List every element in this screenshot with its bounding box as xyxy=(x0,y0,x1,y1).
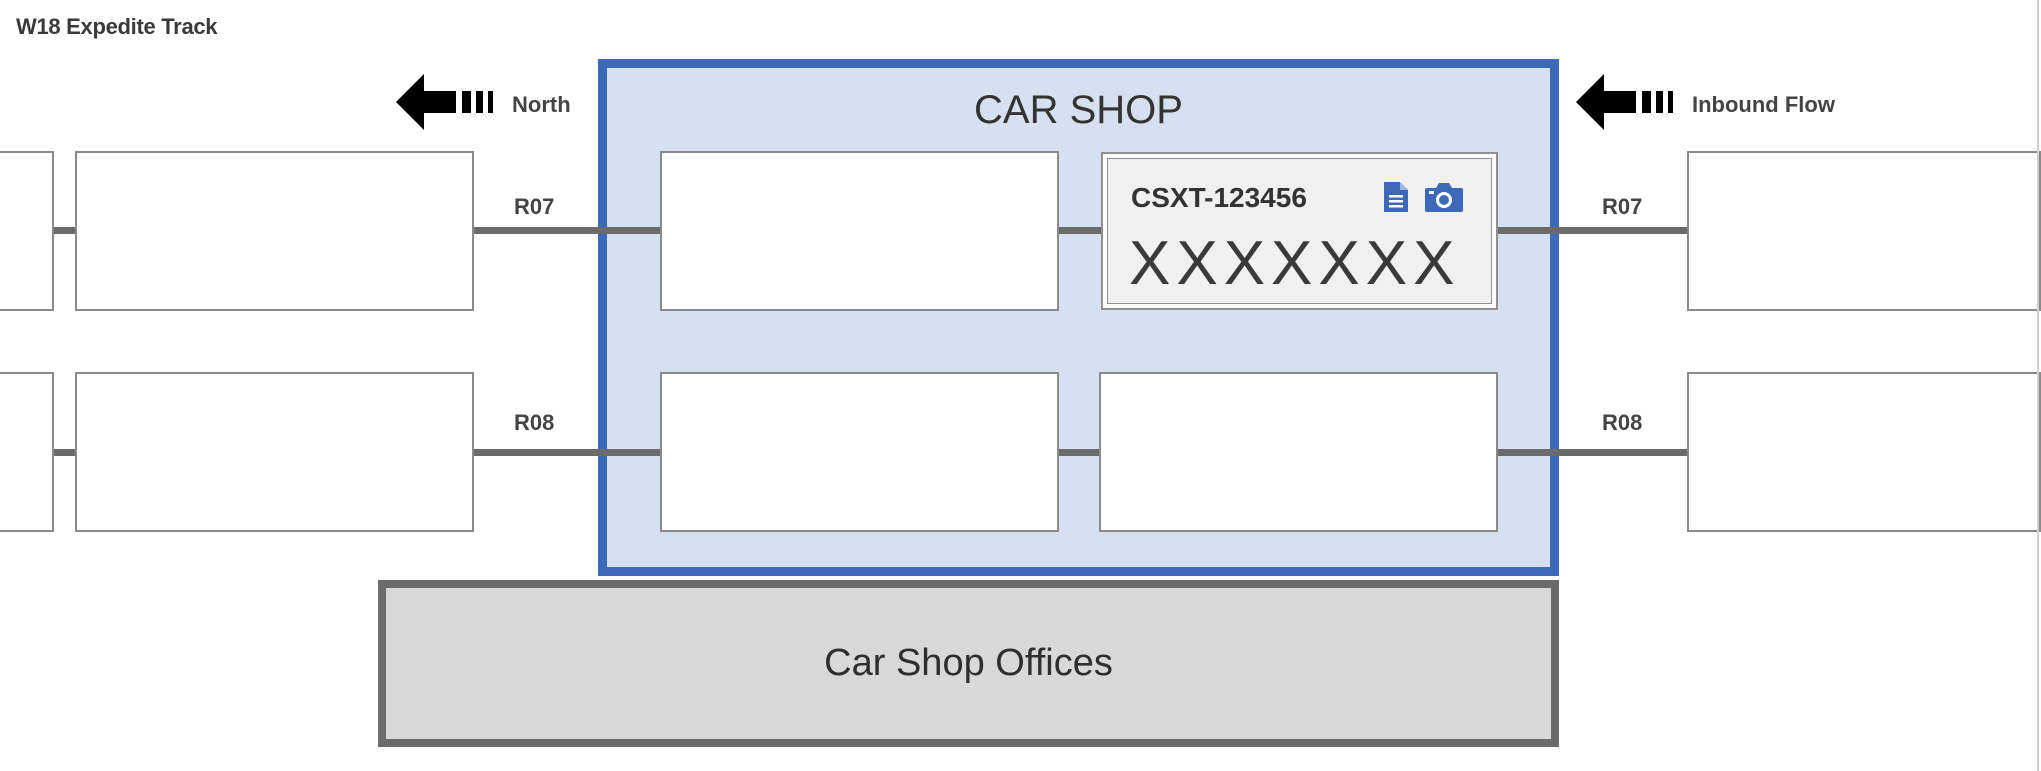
document-icon[interactable] xyxy=(1382,180,1410,219)
flow-direction-label-left: North xyxy=(512,91,571,117)
track-r07-inner xyxy=(598,227,1559,234)
slot-r07-left[interactable] xyxy=(75,151,474,311)
slot-r07-right[interactable] xyxy=(1687,151,2041,311)
shop-slot-r07-1[interactable] xyxy=(660,151,1059,311)
shop-slot-r08-1[interactable] xyxy=(660,372,1059,532)
right-edge-divider xyxy=(2037,0,2039,771)
car-shop-title: CAR SHOP xyxy=(974,88,1183,132)
camera-icon[interactable] xyxy=(1423,180,1465,219)
track-label-r07-left: R07 xyxy=(514,194,555,219)
page-title: W18 Expedite Track xyxy=(16,14,218,39)
track-label-r08-left: R08 xyxy=(514,410,555,435)
flow-indicator-right: Inbound Flow xyxy=(1576,74,1835,135)
car-id: CSXT-123456 xyxy=(1131,182,1307,213)
slot-r07-left-edge[interactable] xyxy=(0,151,54,311)
arrow-left-icon xyxy=(1576,74,1676,135)
slot-r08-left-edge[interactable] xyxy=(0,372,54,532)
car-shop-offices: Car Shop Offices xyxy=(378,580,1559,747)
car-shop-offices-label: Car Shop Offices xyxy=(824,642,1113,684)
track-label-r07-right: R07 xyxy=(1602,194,1643,219)
arrow-left-icon xyxy=(396,74,496,135)
slot-r08-right[interactable] xyxy=(1687,372,2041,532)
flow-indicator-left: North xyxy=(396,74,571,135)
track-label-r08-right: R08 xyxy=(1602,410,1643,435)
car-card[interactable]: CSXT-123456 XXXXXXX xyxy=(1101,152,1498,310)
shop-slot-r08-2[interactable] xyxy=(1099,372,1498,532)
flow-direction-label-right: Inbound Flow xyxy=(1692,91,1835,117)
track-r08-inner xyxy=(598,449,1559,456)
car-name: XXXXXXX xyxy=(1129,229,1461,298)
slot-r08-left[interactable] xyxy=(75,372,474,532)
